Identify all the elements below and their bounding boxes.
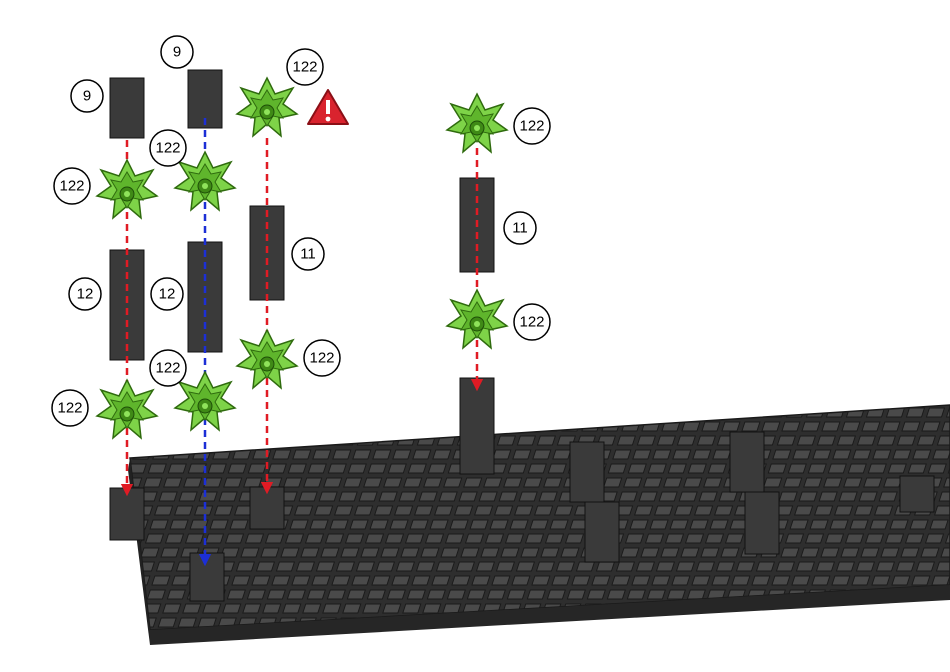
callout-122-col1-top: 122	[54, 168, 90, 204]
connector-7	[447, 94, 507, 152]
block-base-6	[585, 502, 619, 562]
callout-label: 122	[309, 350, 334, 367]
callout-122-col4-bottom: 122	[514, 304, 550, 340]
callout-label: 122	[155, 360, 180, 377]
block-base-2	[190, 553, 224, 601]
callout-label: 12	[159, 286, 176, 303]
block-base-7	[730, 432, 764, 492]
callout-9-left: 9	[71, 80, 103, 112]
warning-triangle-icon	[308, 90, 348, 124]
block-base-5	[570, 442, 604, 502]
callout-label: 122	[57, 400, 82, 417]
block-base-3	[250, 487, 284, 529]
callout-122-col4-top: 122	[514, 108, 550, 144]
connector-1	[97, 160, 157, 218]
block-base-9	[900, 476, 934, 512]
block-base-1	[110, 488, 144, 540]
callout-122-top-right: 122	[287, 49, 323, 85]
callout-label: 11	[512, 220, 528, 237]
callout-12-left: 12	[69, 278, 101, 310]
connector-3	[237, 78, 297, 136]
floating-blocks	[110, 70, 494, 360]
callout-12-right: 12	[151, 278, 183, 310]
connector-2	[175, 152, 235, 210]
callout-9-right: 9	[161, 36, 193, 68]
callout-label: 122	[292, 59, 317, 76]
callout-label: 12	[77, 286, 94, 303]
block-base-4	[460, 378, 494, 474]
callout-label: 11	[300, 246, 316, 263]
block-base-8	[745, 492, 779, 554]
callout-122-col2-bottom: 122	[150, 350, 186, 386]
connector-8	[447, 290, 507, 348]
callout-label: 122	[59, 178, 84, 195]
callout-11-left: 11	[292, 238, 324, 270]
callout-122-col2-top: 122	[150, 130, 186, 166]
callout-label: 122	[519, 118, 544, 135]
callout-label: 9	[173, 44, 181, 61]
callout-label: 9	[83, 88, 91, 105]
callout-122-col3-bottom: 122	[304, 340, 340, 376]
callout-11-right: 11	[504, 212, 536, 244]
callout-label: 122	[155, 140, 180, 157]
callout-122-col1-bottom: 122	[52, 390, 88, 426]
callout-label: 122	[519, 314, 544, 331]
block-9-left	[110, 78, 144, 138]
